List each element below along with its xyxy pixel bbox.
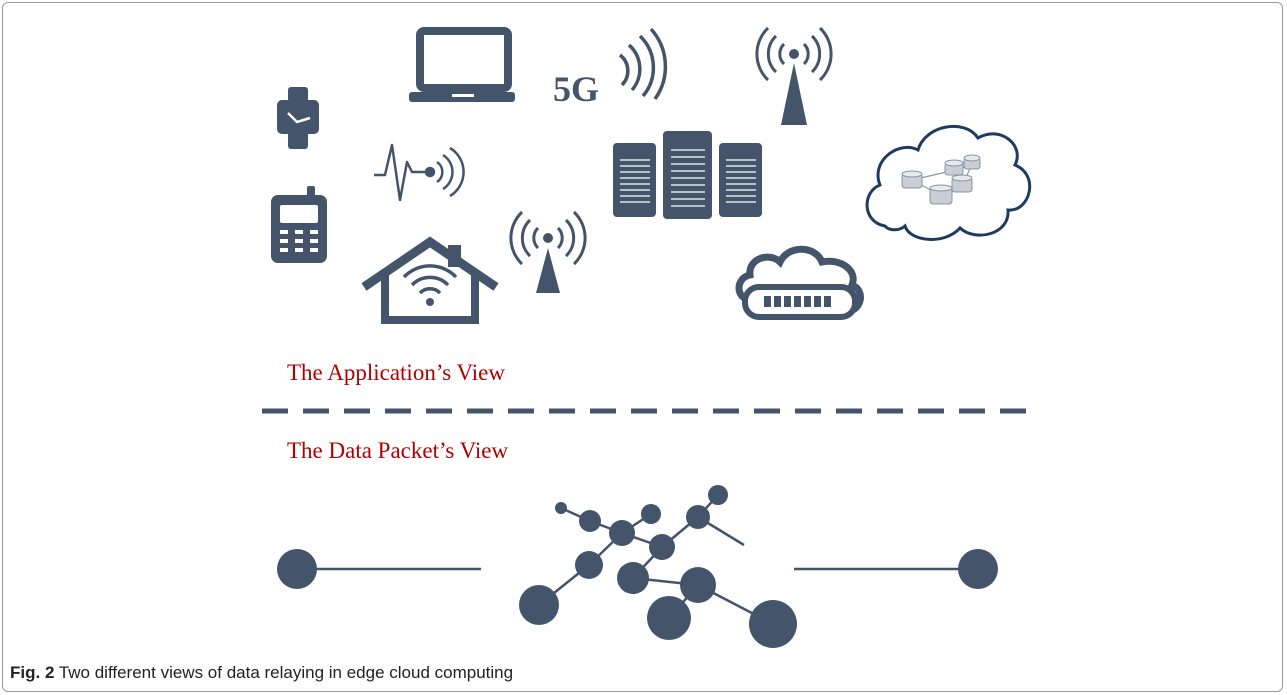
server-rack-icon: [613, 131, 762, 219]
smart-home-icon: [361, 236, 499, 324]
cloud-switch-icon: [735, 245, 864, 320]
network-node: [579, 510, 601, 532]
network-node: [555, 502, 567, 514]
caption-text: Two different views of data relaying in …: [54, 663, 514, 682]
network-node: [609, 520, 635, 546]
network-node: [277, 549, 317, 589]
5g-icon: 5G: [553, 27, 668, 109]
wireless-sensor-icon: [374, 143, 465, 202]
network-node: [958, 549, 998, 589]
cloud-database-icon: [865, 124, 1032, 241]
network-node: [749, 600, 797, 648]
network-node: [575, 551, 603, 579]
antenna-icon: [755, 26, 833, 125]
smartwatch-icon: [277, 87, 319, 149]
packet-view-label: The Data Packet’s View: [287, 438, 509, 463]
network-node: [680, 567, 716, 603]
network-node: [686, 505, 710, 529]
network-node: [641, 504, 661, 524]
network-node: [647, 596, 691, 640]
svg-text:5G: 5G: [553, 69, 599, 109]
figure-number: Fig. 2: [10, 663, 55, 682]
antenna-icon: [509, 210, 587, 293]
network-node: [708, 485, 728, 505]
network-node: [617, 562, 649, 594]
packet-path-network: [277, 485, 998, 648]
application-view-label: The Application’s View: [287, 360, 505, 385]
network-node: [519, 585, 559, 625]
figure-caption: Fig. 2 Two different views of data relay…: [10, 663, 513, 683]
mobile-phone-icon: [271, 186, 327, 263]
network-node: [649, 534, 675, 560]
laptop-icon: [409, 27, 515, 102]
